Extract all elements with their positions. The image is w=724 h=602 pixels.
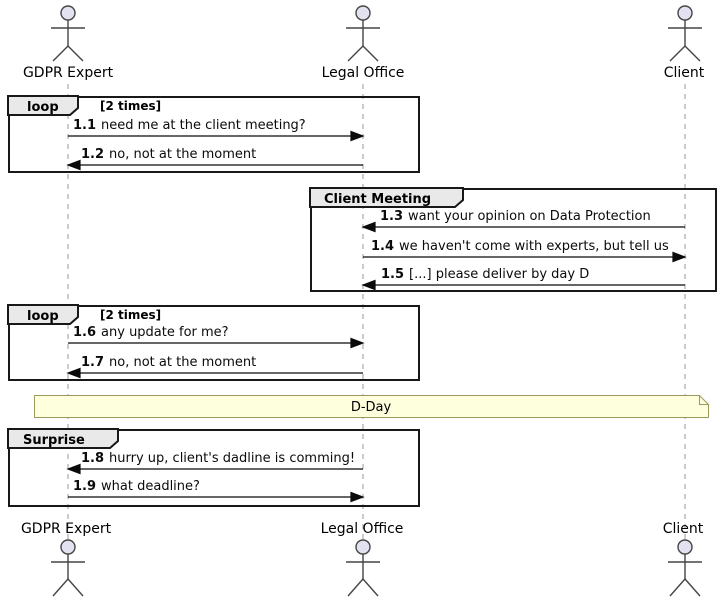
message-arrow-1.8-left — [66, 463, 363, 475]
actor-label-gdpr-expert-bottom: GDPR Expert — [20, 521, 112, 537]
message-1.7: 1.7 no, not at the moment — [81, 355, 256, 370]
note-body — [34, 395, 709, 418]
message-arrow-1.5-left — [361, 279, 685, 291]
actor-label-client-bottom: Client — [662, 521, 704, 537]
message-1.6: 1.6 any update for me? — [73, 325, 229, 340]
message-1.1: 1.1 need me at the client meeting? — [73, 118, 306, 133]
message-text: want your opinion on Data Protection — [408, 209, 651, 224]
frame-label-client-meeting: Client Meeting — [309, 187, 464, 208]
actor-label-gdpr-expert-top: GDPR Expert — [22, 65, 114, 81]
message-text: no, not at the moment — [109, 147, 257, 162]
message-text: [...] please deliver by day D — [409, 267, 590, 282]
frame-label-surprise: Surprise — [7, 428, 119, 449]
message-text: need me at the client meeting? — [101, 118, 306, 133]
note-fold-corner-icon — [699, 395, 709, 405]
actor-icon-gdpr-expert-top — [51, 5, 85, 62]
message-text: hurry up, client's dadline is comming! — [109, 451, 356, 466]
actor-icon-client-bottom — [668, 539, 702, 597]
message-text: any update for me? — [101, 325, 229, 340]
message-arrow-1.7-left — [66, 367, 363, 379]
message-number: 1.7 — [81, 355, 105, 370]
message-1.8: 1.8 hurry up, client's dadline is comming… — [81, 451, 355, 466]
message-arrow-1.2-left — [66, 159, 363, 171]
message-number: 1.3 — [380, 209, 404, 224]
note-dday: D-Day — [34, 395, 709, 418]
message-number: 1.4 — [371, 239, 395, 254]
note-text: D-Day — [351, 400, 392, 415]
message-number: 1.8 — [81, 451, 105, 466]
actor-icon-legal-office-top — [346, 5, 380, 62]
message-text: we haven't come with experts, but tell u… — [399, 239, 669, 254]
actor-label-legal-office-bottom: Legal Office — [320, 521, 404, 537]
message-1.4: 1.4 we haven't come with experts, but tel… — [371, 239, 669, 254]
message-arrow-1.4-right — [363, 251, 687, 263]
frame-label-surprise-text: Surprise — [23, 433, 85, 448]
actor-label-client-top: Client — [663, 65, 705, 81]
frame-label-client-meeting-text: Client Meeting — [324, 192, 431, 207]
actor-icon-legal-office-bottom — [346, 539, 380, 597]
message-arrow-1.9-right — [68, 491, 365, 503]
actor-label-legal-office-top: Legal Office — [321, 65, 405, 81]
message-number: 1.9 — [73, 479, 97, 494]
actor-icon-client-top — [668, 5, 702, 62]
message-1.3: 1.3 want your opinion on Data Protection — [380, 209, 651, 224]
lifelines — [67, 84, 686, 540]
message-arrow-1.1-right — [68, 130, 365, 142]
frame-label-loop-2: loop — [7, 304, 79, 325]
frame-surprise — [8, 429, 420, 507]
actor-icon-gdpr-expert-bottom — [51, 539, 85, 597]
message-1.2: 1.2 no, not at the moment — [81, 147, 256, 162]
frame-loop-2 — [8, 305, 420, 381]
message-text: what deadline? — [101, 479, 200, 494]
message-1.9: 1.9 what deadline? — [73, 479, 200, 494]
loop-1-condition: [2 times] — [100, 99, 162, 113]
frame-label-loop-2-text: loop — [27, 309, 59, 324]
frame-client-meeting — [310, 188, 717, 292]
frame-label-loop-1-text: loop — [27, 100, 59, 115]
message-arrow-1.6-right — [68, 337, 365, 349]
message-number: 1.6 — [73, 325, 97, 340]
message-number: 1.5 — [381, 267, 405, 282]
message-1.5: 1.5 [...] please deliver by day D — [381, 267, 589, 282]
message-text: no, not at the moment — [109, 355, 257, 370]
frame-loop-1 — [8, 96, 420, 173]
frame-label-loop-1: loop — [7, 95, 79, 116]
message-number: 1.1 — [73, 118, 97, 133]
message-arrow-1.3-left — [361, 221, 685, 233]
message-arrows — [66, 130, 687, 503]
message-number: 1.2 — [81, 147, 105, 162]
loop-2-condition: [2 times] — [100, 308, 162, 322]
